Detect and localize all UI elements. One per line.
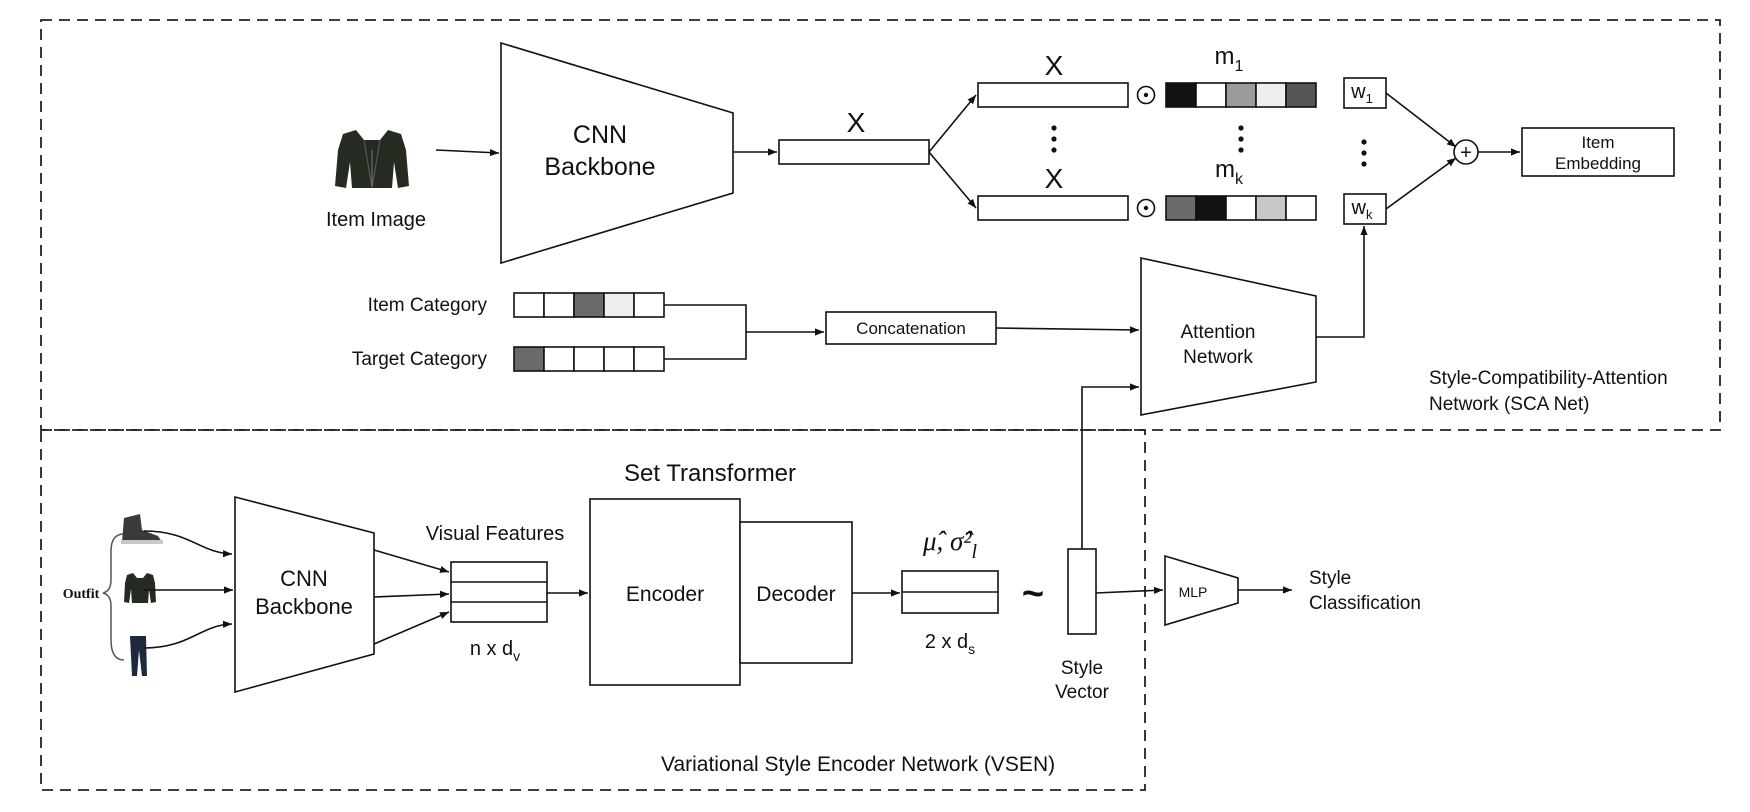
item-category-vector (513, 292, 665, 318)
style-vector-line1: Style (1061, 658, 1103, 679)
feature-x-bar (778, 139, 930, 165)
item-category-cell (543, 292, 575, 318)
two-x-d-label: 2 x ds (925, 631, 975, 657)
mask-mk-cell (1285, 195, 1317, 221)
encoder-box (589, 498, 741, 686)
concatenation-box (825, 311, 997, 345)
attention-network-line1: Attention (1181, 322, 1256, 343)
outfit-label: Outfit (63, 587, 100, 602)
set-transformer-label: Set Transformer (624, 460, 796, 487)
attention-network (1140, 257, 1317, 416)
item-category-cell (603, 292, 635, 318)
attention-network-line2: Network (1183, 347, 1253, 368)
sca-title-line2: Network (SCA Net) (1429, 394, 1589, 415)
mask-mk-cell (1225, 195, 1257, 221)
mask-m1-cell (1225, 82, 1257, 108)
dots-features (1051, 125, 1057, 153)
target-category-cell (513, 346, 545, 372)
item-category-cell (573, 292, 605, 318)
sca-title-line1: Style-Compatibility-Attention (1429, 368, 1668, 389)
mlp-label: MLP (1179, 584, 1208, 600)
decoder-label: Decoder (756, 583, 835, 606)
encoder-label: Encoder (626, 583, 704, 606)
decoder-box (739, 521, 853, 664)
vsen-title: Variational Style Encoder Network (VSEN) (661, 753, 1055, 776)
mask-mk-cell (1255, 195, 1287, 221)
target-category-label: Target Category (352, 349, 488, 370)
m1-label: m1 (1215, 43, 1244, 75)
x-bottom-bar (977, 195, 1129, 221)
cnn-backbone-top-line1: CNN (573, 121, 627, 149)
item-embedding-line2: Embedding (1555, 154, 1641, 173)
jeans-icon (130, 636, 147, 676)
outfit-brace (102, 533, 125, 661)
style-vector-line2: Vector (1055, 682, 1110, 703)
visual-features-box (450, 561, 548, 623)
item-category-cell (633, 292, 665, 318)
cnn-backbone-top-line2: Backbone (544, 153, 655, 181)
feature-x-label: X (847, 107, 866, 138)
mu-sigma-label: μ̂, σ̂²l (922, 526, 977, 563)
item-image-label: Item Image (326, 209, 426, 231)
n-x-d-label: n x dv (470, 638, 520, 664)
style-vector-box (1067, 548, 1097, 635)
w1-label: w1 (1350, 81, 1373, 106)
mask-mk-cell (1165, 195, 1197, 221)
visual-features-label: Visual Features (426, 523, 565, 545)
wk-label: wk (1351, 197, 1373, 222)
dots-weights (1361, 139, 1367, 167)
target-category-cell (633, 346, 665, 372)
cnn-backbone-bottom-line2: Backbone (255, 594, 353, 619)
item-embedding-line1: Item (1581, 133, 1614, 152)
jacket-small-icon (124, 573, 156, 603)
shoe-icon (121, 514, 163, 544)
item-category-cell (513, 292, 545, 318)
jacket-icon (335, 130, 409, 189)
mlp (1164, 554, 1239, 627)
mk-label: mk (1215, 156, 1244, 188)
dots-masks (1238, 125, 1244, 153)
mask-m1-cell (1195, 82, 1227, 108)
concatenation-label: Concatenation (856, 319, 966, 338)
x-top-label: X (1045, 50, 1064, 81)
item-embedding-box (1521, 127, 1675, 177)
mask-m1-cell (1165, 82, 1197, 108)
mask-m1-cell (1255, 82, 1287, 108)
style-classification-line2: Classification (1309, 593, 1421, 614)
sampling-tilde: ~ (1022, 573, 1044, 615)
target-category-cell (543, 346, 575, 372)
mask-mk (1165, 195, 1317, 221)
item-category-label: Item Category (368, 295, 488, 316)
sum-plus: + (1460, 142, 1472, 164)
x-bottom-label: X (1045, 163, 1064, 194)
target-category-vector (513, 346, 665, 372)
vsen-region-border (40, 429, 1146, 791)
cnn-backbone-bottom-line1: CNN (280, 566, 328, 591)
style-classification-line1: Style (1309, 568, 1351, 589)
cnn-backbone-top (500, 41, 734, 265)
cnn-backbone-bottom (234, 495, 375, 694)
mask-m1 (1165, 82, 1317, 108)
target-category-cell (573, 346, 605, 372)
x-top-bar (977, 82, 1129, 108)
mask-m1-cell (1285, 82, 1317, 108)
target-category-cell (603, 346, 635, 372)
mask-mk-cell (1195, 195, 1227, 221)
